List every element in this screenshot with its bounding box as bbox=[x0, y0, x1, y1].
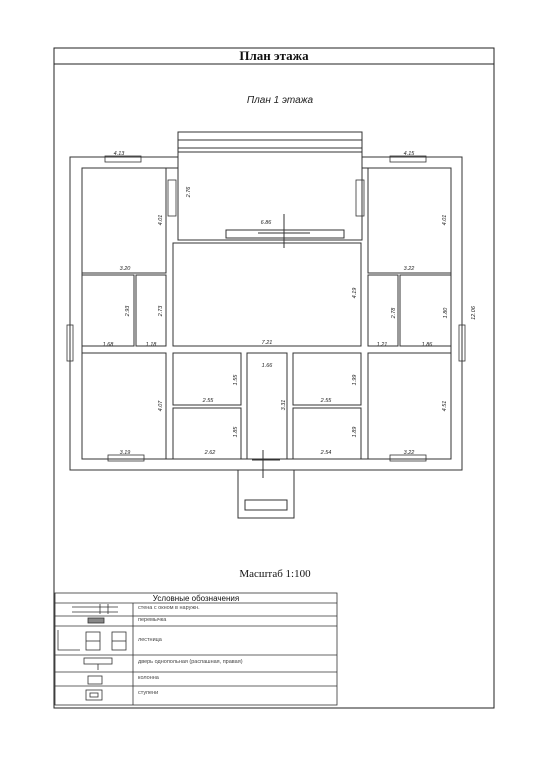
room-bottom-right bbox=[367, 352, 452, 460]
legend-label-stairs: лестница bbox=[138, 637, 162, 643]
dim-cell-ml-bot-w: 2.62 bbox=[204, 450, 216, 456]
dim-cell-ml-bot-h: 1.85 bbox=[233, 426, 239, 438]
small-room-right-2 bbox=[399, 274, 452, 347]
cell-mid-right-top bbox=[292, 352, 362, 406]
small-room-right-1 bbox=[367, 274, 399, 347]
dim-room-bl-width: 3.19 bbox=[120, 450, 131, 456]
hall bbox=[172, 242, 362, 347]
legend-label-lintel: перемычка bbox=[138, 617, 167, 623]
dim-cell-mr-bot-w: 2.54 bbox=[320, 450, 332, 456]
entrance-porch bbox=[237, 450, 295, 519]
steps-symbol bbox=[85, 689, 103, 701]
corridor bbox=[246, 352, 288, 460]
legend-label-door: дверь однопольная (распашная, правая) bbox=[138, 659, 243, 665]
dim-room-bl-height: 4.07 bbox=[158, 400, 164, 412]
dim-cell-ml-top-h: 1.55 bbox=[233, 374, 239, 386]
interior-walls bbox=[81, 167, 452, 460]
dim-small-l1-height: 2.93 bbox=[125, 305, 131, 318]
room-bottom-left bbox=[81, 352, 167, 460]
legend-title: Условные обозначения bbox=[152, 594, 240, 603]
legend-label-column: колонна bbox=[138, 675, 159, 681]
small-room-left-2 bbox=[135, 274, 167, 347]
dim-small-l2-height: 2.73 bbox=[158, 305, 164, 318]
sheet-title: План этажа bbox=[239, 48, 309, 63]
dim-small-r2-width: 1.86 bbox=[422, 342, 434, 348]
legend-table bbox=[54, 592, 338, 706]
cell-mid-left-top bbox=[172, 352, 242, 406]
dim-cell-mr-top-h: 1.99 bbox=[352, 375, 358, 386]
dim-hall-width: 7.21 bbox=[262, 340, 273, 346]
dim-small-l1-width: 1.68 bbox=[103, 342, 115, 348]
door-symbol bbox=[83, 657, 113, 670]
sheet-frame bbox=[53, 47, 495, 709]
dim-corridor-height: 3.31 bbox=[281, 400, 287, 411]
dim-total-height: 12.06 bbox=[471, 305, 477, 320]
dim-room-tr-height: 4.01 bbox=[442, 215, 448, 226]
dim-garage-vertical: 2.76 bbox=[186, 186, 192, 199]
dim-cell-ml-top-w: 2.55 bbox=[202, 398, 215, 404]
scale-label: Масштаб 1:100 bbox=[239, 568, 311, 580]
dim-top-left-window: 4.13 bbox=[114, 151, 126, 157]
dim-hall-height: 4.19 bbox=[352, 288, 358, 299]
lintel-symbol bbox=[87, 617, 105, 624]
garage-block bbox=[177, 131, 363, 248]
room-top-left bbox=[81, 167, 167, 274]
dim-top-right-window: 4.15 bbox=[404, 151, 416, 157]
dim-small-l2-width: 1.18 bbox=[146, 342, 158, 348]
column-symbol bbox=[87, 675, 103, 685]
dim-cell-mr-top-w: 2.55 bbox=[320, 398, 333, 404]
plan-subtitle: План 1 этажа bbox=[246, 95, 314, 106]
dim-small-r1-height: 2.78 bbox=[391, 307, 397, 320]
legend-label-wall-window: стена с окном в наружн. bbox=[138, 605, 200, 611]
dim-room-br-height: 4.51 bbox=[442, 401, 448, 412]
stairs-symbol bbox=[57, 630, 127, 651]
legend-label-steps: ступени bbox=[138, 690, 159, 696]
cell-mid-left-bottom bbox=[172, 407, 242, 460]
room-top-right bbox=[367, 167, 452, 274]
small-room-left-1 bbox=[81, 274, 135, 347]
dim-corridor-width: 1.66 bbox=[262, 363, 274, 369]
dim-room-tl-height: 4.01 bbox=[158, 215, 164, 226]
dim-small-r1-width: 1.21 bbox=[377, 342, 388, 348]
dim-room-tl-width: 3.20 bbox=[120, 266, 132, 272]
dim-garage-width: 6.86 bbox=[261, 220, 273, 226]
window-markers bbox=[66, 155, 466, 462]
dim-room-tr-width: 3.22 bbox=[404, 266, 415, 272]
dim-small-r2-height: 1.80 bbox=[443, 307, 449, 319]
dim-cell-mr-bot-h: 1.89 bbox=[352, 427, 358, 438]
wall-window-symbol bbox=[72, 604, 118, 614]
dim-room-br-width: 3.22 bbox=[404, 450, 415, 456]
cell-mid-right-bottom bbox=[292, 407, 362, 460]
